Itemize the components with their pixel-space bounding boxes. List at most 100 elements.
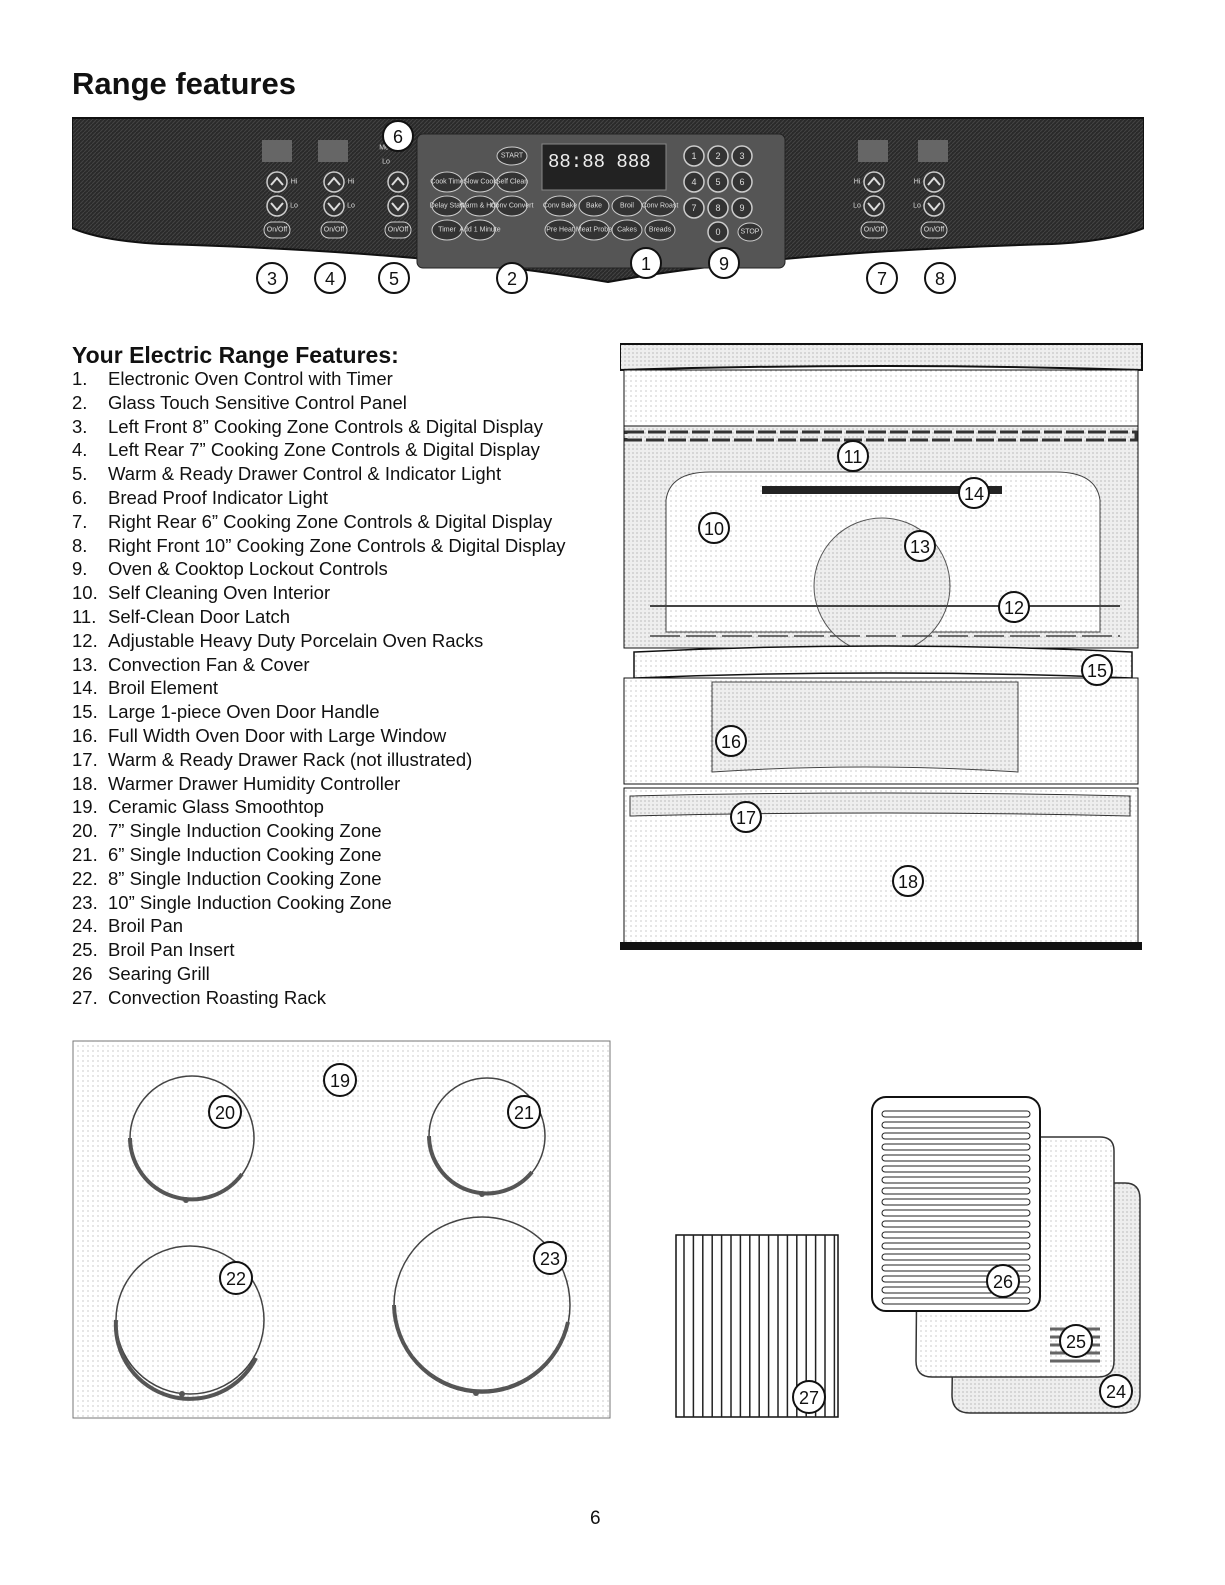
feature-label: Broil Pan Insert — [108, 939, 235, 961]
feature-label: Left Rear 7” Cooking Zone Controls & Dig… — [108, 439, 540, 461]
svg-text:Delay Start: Delay Start — [430, 203, 465, 210]
feature-item: 9.Oven & Cooktop Lockout Controls — [72, 557, 566, 581]
feature-item: 10.Self Cleaning Oven Interior — [72, 581, 566, 605]
keypad-digit[interactable]: 5 — [707, 171, 729, 193]
feature-number: 4. — [72, 439, 88, 461]
left-rear-controls: Hi Lo On/Off — [320, 171, 355, 239]
left-front-display — [262, 140, 292, 162]
feature-number: 19. — [72, 796, 98, 818]
feature-item: 12.Adjustable Heavy Duty Porcelain Oven … — [72, 629, 566, 653]
callout-20: 20 — [208, 1095, 242, 1129]
right-rear-display — [858, 140, 888, 162]
left-front-controls: Hi Lo On/Off — [263, 171, 298, 239]
feature-item: 14.Broil Element — [72, 676, 566, 700]
callout-23: 23 — [533, 1241, 567, 1275]
oven-function-button[interactable]: Meat Probe — [576, 219, 612, 241]
right-rear-controls: Hi Lo On/Off — [853, 171, 888, 239]
oven-function-button[interactable]: Add 1 Minute — [459, 219, 501, 241]
feature-number: 15. — [72, 701, 98, 723]
svg-text:9: 9 — [719, 254, 729, 274]
svg-text:On/Off: On/Off — [388, 227, 409, 234]
keypad-digit[interactable]: 6 — [731, 171, 753, 193]
feature-label: Right Rear 6” Cooking Zone Controls & Di… — [108, 510, 553, 532]
svg-text:22: 22 — [226, 1269, 246, 1289]
callout-4: 4 — [314, 262, 346, 294]
oven-function-button[interactable]: Timer — [431, 219, 463, 241]
feature-number: 13. — [72, 653, 98, 675]
oven-function-button[interactable]: Warm & Hold — [459, 195, 501, 217]
svg-text:Hi: Hi — [291, 179, 298, 186]
feature-number: 24. — [72, 915, 98, 937]
svg-text:5: 5 — [715, 177, 720, 187]
oven-function-button[interactable]: Conv Roast — [642, 195, 679, 217]
feature-label: Bread Proof Indicator Light — [108, 486, 329, 508]
oven-function-button[interactable]: Bake — [578, 195, 610, 217]
keypad-digit[interactable]: 9 — [731, 197, 753, 219]
svg-text:Hi: Hi — [854, 179, 861, 186]
svg-text:26: 26 — [993, 1272, 1013, 1292]
callout-19: 19 — [323, 1063, 357, 1097]
svg-text:Lo: Lo — [347, 203, 355, 210]
keypad-digit[interactable]: 4 — [683, 171, 705, 193]
keypad-digit[interactable]: 8 — [707, 197, 729, 219]
feature-item: 16.Full Width Oven Door with Large Windo… — [72, 724, 566, 748]
svg-text:2: 2 — [507, 269, 517, 289]
keypad-digit[interactable]: 2 — [707, 145, 729, 167]
oven-function-button[interactable]: Cakes — [611, 219, 643, 241]
left-rear-display — [318, 140, 348, 162]
feature-number: 10. — [72, 582, 98, 604]
svg-text:Lo: Lo — [290, 203, 298, 210]
svg-text:Hi: Hi — [348, 179, 355, 186]
feature-label: Full Width Oven Door with Large Window — [108, 724, 447, 746]
oven-function-button[interactable]: Cook Time — [430, 171, 464, 193]
oven-function-button[interactable]: Slow Cook — [463, 171, 497, 193]
feature-number: 23. — [72, 891, 98, 913]
oven-function-button[interactable]: Broil — [611, 195, 643, 217]
svg-text:Lo: Lo — [853, 203, 861, 210]
feature-number: 1. — [72, 368, 88, 389]
oven-function-button[interactable]: Delay Start — [430, 195, 465, 217]
feature-item: 22.8” Single Induction Cooking Zone — [72, 867, 566, 891]
callout-3: 3 — [256, 262, 288, 294]
feature-item: 7.Right Rear 6” Cooking Zone Controls & … — [72, 510, 566, 534]
feature-item: 13.Convection Fan & Cover — [72, 653, 566, 677]
callout-1: 1 — [630, 247, 662, 279]
feature-number: 9. — [72, 558, 88, 580]
keypad-digit[interactable]: 0 — [707, 221, 729, 243]
feature-label: Broil Pan — [108, 915, 184, 937]
oven-function-button[interactable]: Conv Bake — [543, 195, 577, 217]
oven-function-button[interactable]: Pre Heat — [544, 219, 576, 241]
svg-text:21: 21 — [514, 1103, 534, 1123]
feature-item: 1.Electronic Oven Control with Timer — [72, 367, 566, 391]
svg-text:7: 7 — [877, 269, 887, 289]
oven-door-handle — [633, 645, 1133, 679]
feature-label: Warmer Drawer Humidity Controller — [108, 772, 401, 794]
feature-number: 27. — [72, 986, 98, 1008]
keypad-digit[interactable]: 1 — [683, 145, 705, 167]
feature-item: 21.6” Single Induction Cooking Zone — [72, 843, 566, 867]
feature-item: 25.Broil Pan Insert — [72, 938, 566, 962]
keypad-digit[interactable]: 3 — [731, 145, 753, 167]
oven-function-button[interactable]: Breads — [644, 219, 676, 241]
svg-text:11: 11 — [844, 447, 863, 467]
callout-14: 14 — [958, 477, 990, 509]
feature-number: 2. — [72, 391, 88, 413]
right-front-controls: Hi Lo On/Off — [913, 171, 948, 239]
svg-text:25: 25 — [1066, 1332, 1086, 1352]
svg-text:12: 12 — [1004, 598, 1024, 618]
svg-text:Add 1 Minute: Add 1 Minute — [459, 227, 500, 234]
svg-text:3: 3 — [267, 269, 277, 289]
callout-2: 2 — [496, 262, 528, 294]
keypad-digit[interactable]: 7 — [683, 197, 705, 219]
feature-label: Searing Grill — [108, 962, 210, 984]
svg-text:Bake: Bake — [586, 203, 602, 210]
svg-text:Lo: Lo — [382, 159, 390, 166]
svg-text:10: 10 — [704, 519, 724, 539]
oven-function-button[interactable]: Conv Convert — [491, 195, 534, 217]
oven-function-button[interactable]: Self Clean — [496, 171, 528, 193]
feature-label: 6” Single Induction Cooking Zone — [108, 843, 382, 865]
callout-16: 16 — [715, 725, 747, 757]
